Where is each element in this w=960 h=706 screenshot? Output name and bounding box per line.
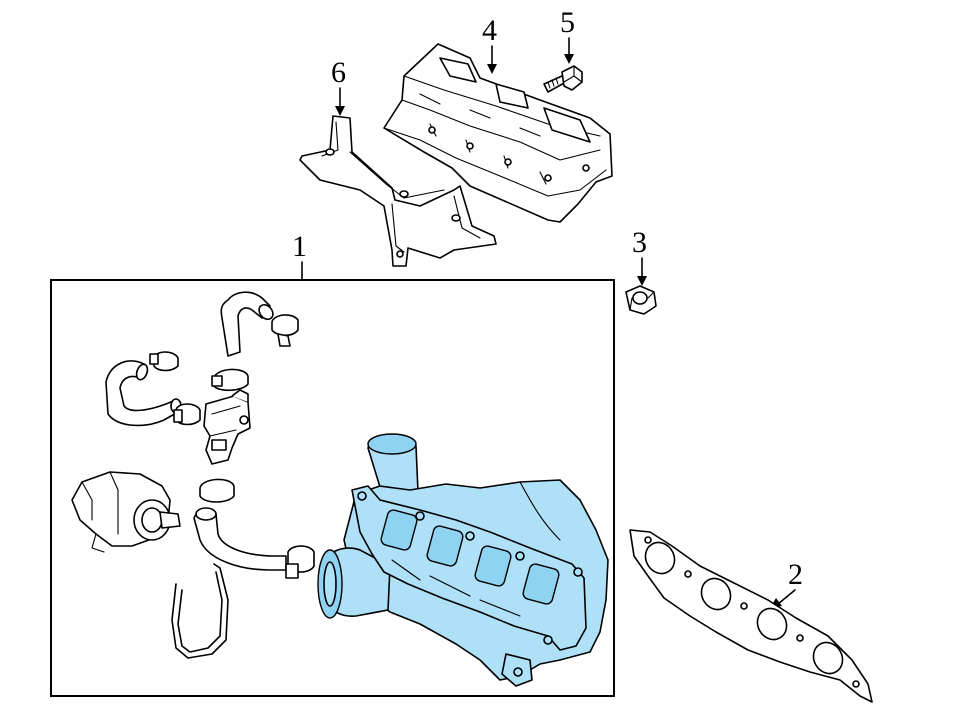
bolt[interactable] — [543, 65, 583, 93]
hose-clamp-turbo[interactable] — [285, 545, 315, 579]
heat-shield[interactable] — [383, 43, 613, 223]
hose-clamp-lower[interactable] — [199, 478, 235, 503]
manifold-gasket[interactable] — [629, 529, 873, 703]
callout-5-label: 5 — [560, 6, 575, 39]
callout-2-label: 2 — [788, 558, 803, 591]
callout-4[interactable]: 4 — [482, 14, 497, 74]
callout-1[interactable]: 1 — [292, 230, 307, 281]
callout-1-label: 1 — [292, 230, 307, 263]
turbocharger[interactable] — [317, 433, 609, 687]
lower-coolant-hose[interactable] — [193, 507, 287, 571]
hose-clamp-left-b[interactable] — [173, 403, 201, 426]
callout-3-label: 3 — [632, 226, 647, 259]
callout-5[interactable]: 5 — [560, 6, 575, 64]
assembly-box — [50, 279, 615, 697]
hose-clamp-left-a[interactable] — [149, 351, 179, 372]
callout-6-label: 6 — [331, 56, 346, 89]
wire-clip[interactable] — [171, 563, 229, 659]
hose-clamp-upper[interactable] — [271, 314, 299, 347]
nut[interactable] — [625, 285, 657, 315]
heat-shield-bracket[interactable] — [299, 115, 497, 267]
solenoid-valve[interactable] — [203, 389, 251, 465]
callout-2[interactable]: 2 — [770, 558, 803, 608]
callout-4-label: 4 — [482, 14, 497, 47]
wastegate-actuator[interactable] — [71, 471, 181, 553]
callout-6[interactable]: 6 — [331, 56, 346, 116]
hose-clamp-valve[interactable] — [211, 368, 249, 392]
callout-3[interactable]: 3 — [632, 226, 647, 286]
upper-coolant-hose[interactable] — [220, 291, 275, 357]
